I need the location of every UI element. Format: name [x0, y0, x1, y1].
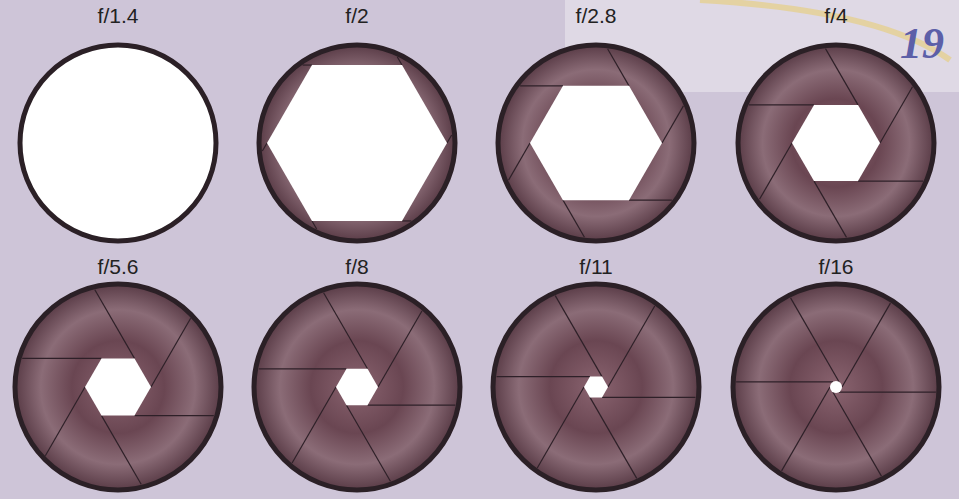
blade-edge: [608, 49, 629, 86]
aperture-blades: [738, 45, 934, 241]
aperture-blades: [498, 45, 694, 241]
f-stop-label: f/16: [818, 255, 853, 279]
blade-edge: [782, 387, 830, 471]
blade-edge: [629, 200, 672, 201]
aperture-opening: [792, 105, 880, 181]
blade-edge: [563, 200, 584, 237]
blade-edge: [402, 220, 411, 221]
blade-edge: [259, 368, 347, 369]
blade-edge: [759, 143, 792, 199]
aperture-blades: [259, 45, 455, 241]
blade-edge: [839, 392, 936, 393]
blade-edge: [842, 303, 890, 387]
blade-edge: [520, 85, 563, 86]
aperture-opening: [530, 86, 662, 200]
f-stop-label: f/11: [579, 255, 612, 279]
blade-edge: [102, 416, 142, 485]
blade-edge: [378, 311, 422, 387]
blade-edge: [292, 387, 336, 463]
blade-edge: [858, 181, 923, 182]
blade-edge: [791, 298, 839, 382]
blade-edge: [662, 106, 683, 143]
f-stop-label: f/4: [824, 4, 847, 28]
blade-edge: [151, 318, 191, 387]
blade-edge: [447, 135, 452, 143]
blade-edge: [749, 104, 814, 105]
f-stop-label: f/2.8: [576, 4, 617, 28]
f-stop-label: f/2: [345, 4, 368, 28]
blade-edge: [833, 392, 881, 476]
blade-edge: [303, 64, 312, 65]
aperture-blades: [733, 284, 939, 490]
blade-edge: [135, 415, 214, 416]
blade-edge: [22, 358, 101, 359]
aperture-opening: [584, 377, 608, 398]
blade-edge: [45, 387, 85, 456]
blade-edge: [497, 376, 590, 377]
blade-edge: [555, 296, 602, 377]
blade-edge: [736, 381, 833, 382]
blade-edge: [397, 57, 402, 65]
blade-edge: [347, 405, 391, 481]
f-stop-label: f/1.4: [98, 4, 139, 28]
blade-edge: [262, 143, 267, 151]
aperture-opening: [267, 65, 447, 221]
blade-edge: [608, 306, 655, 387]
blade-edge: [312, 221, 317, 229]
blade-edge: [509, 143, 530, 180]
aperture-opening: [85, 358, 151, 415]
f-stop-label: f/8: [345, 255, 368, 279]
blade-edge: [537, 387, 584, 468]
blade-edge: [95, 290, 135, 359]
aperture-blades: [254, 284, 460, 490]
f-stop-label: f/5.6: [98, 255, 139, 279]
blade-edge: [368, 405, 456, 406]
blade-edge: [602, 397, 695, 398]
blade-edge: [324, 293, 368, 369]
blade-edge: [880, 87, 913, 143]
aperture-blades: [15, 284, 221, 490]
aperture-opening: [830, 381, 842, 393]
blade-edge: [825, 49, 858, 105]
watermark: 19: [900, 18, 944, 69]
blade-edge: [814, 181, 847, 237]
aperture-open: [20, 45, 216, 241]
aperture-opening: [336, 369, 378, 405]
aperture-blades: [493, 284, 699, 490]
blade-edge: [590, 397, 637, 478]
